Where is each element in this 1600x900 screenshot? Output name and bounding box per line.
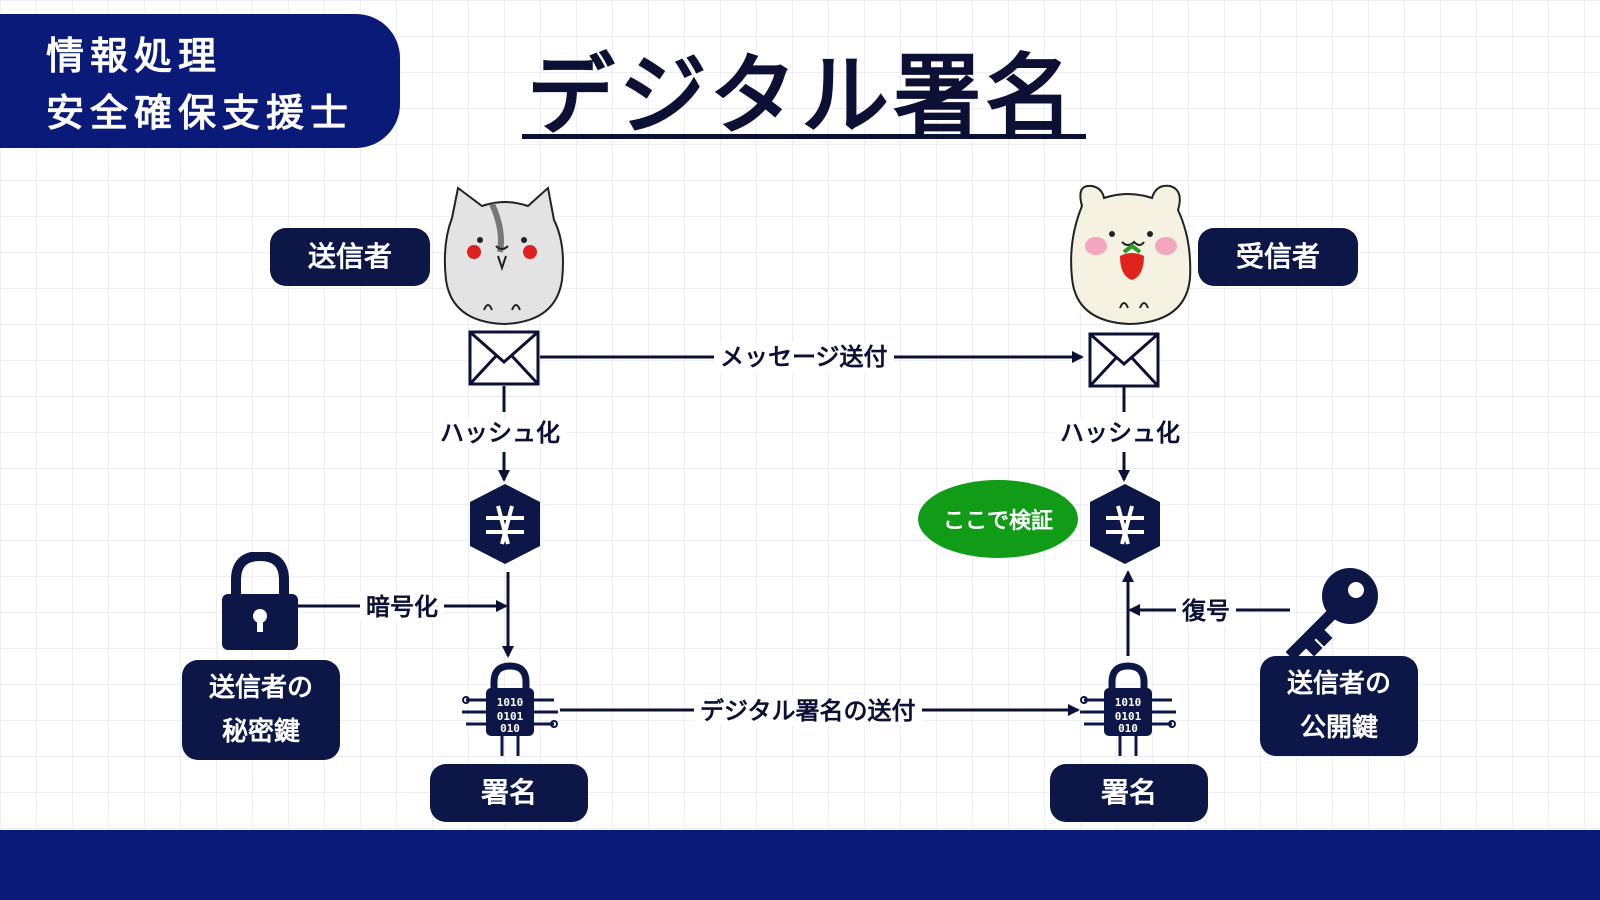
- svg-text:0101: 0101: [1115, 710, 1142, 723]
- svg-text:010: 010: [1118, 722, 1138, 735]
- svg-text:0101: 0101: [497, 710, 524, 723]
- private-key-line-1: 送信者の: [208, 673, 313, 703]
- receiver-label: 受信者: [1198, 228, 1358, 286]
- svg-text:1010: 1010: [1115, 696, 1142, 709]
- envelope-icon: [1088, 332, 1160, 388]
- key-icon: [1286, 568, 1378, 656]
- private-key-label: 送信者の 秘密鍵: [182, 660, 340, 760]
- padlock-icon: [222, 552, 298, 650]
- page-title: デジタル署名: [526, 44, 1078, 147]
- hash-label-left: ハッシュ化: [434, 418, 566, 448]
- cat-icon: [443, 186, 564, 326]
- badge-line-2: 安全確保支援士: [46, 91, 355, 135]
- private-key-line-2: 秘密鍵: [221, 717, 300, 747]
- hash-cube-icon: [470, 484, 540, 564]
- svg-text:1010: 1010: [497, 696, 524, 709]
- hamster-icon: [1070, 184, 1192, 326]
- badge-line-1: 情報処理: [46, 34, 223, 78]
- public-key-line-1: 送信者の: [1286, 669, 1391, 699]
- public-key-line-2: 公開鍵: [1299, 713, 1378, 743]
- hash-label-right: ハッシュ化: [1054, 418, 1186, 448]
- chip-lock-icon: 1010 0101 010: [462, 662, 558, 756]
- footer-bar: [0, 830, 1600, 900]
- envelope-icon: [468, 330, 540, 386]
- signature-right: 署名: [1050, 764, 1208, 822]
- sender-label: 送信者: [270, 228, 430, 286]
- encrypt-label: 暗号化: [360, 592, 444, 622]
- send-signature-label: デジタル署名の送付: [694, 696, 922, 726]
- decrypt-label: 復号: [1176, 596, 1236, 626]
- send-message-label: メッセージ送付: [714, 342, 894, 372]
- svg-text:010: 010: [500, 722, 520, 735]
- public-key-label: 送信者の 公開鍵: [1260, 656, 1418, 756]
- chip-lock-icon: 1010 0101 010: [1080, 662, 1176, 756]
- exam-badge: 情報処理 安全確保支援士: [0, 14, 400, 148]
- hash-cube-icon: [1090, 484, 1160, 564]
- verify-badge: ここで検証: [918, 480, 1078, 558]
- signature-left: 署名: [430, 764, 588, 822]
- title-underline: [522, 134, 1086, 139]
